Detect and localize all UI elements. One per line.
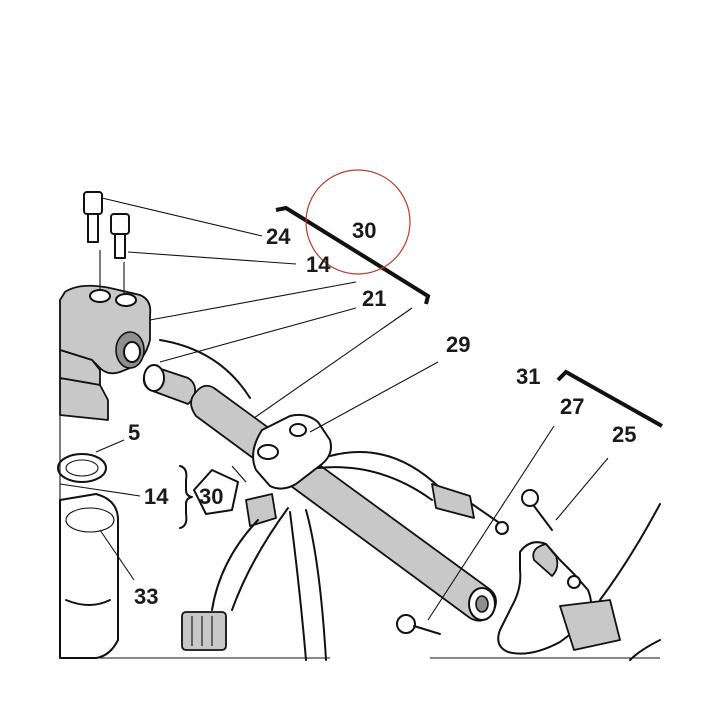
highlight-circle xyxy=(305,169,411,275)
wiring-harness xyxy=(211,507,327,661)
drawing-crop-edge xyxy=(59,300,660,659)
callout-27: 27 xyxy=(560,394,584,419)
throttle-cable xyxy=(317,451,441,501)
ring-5 xyxy=(57,453,107,483)
screw-27 xyxy=(396,614,441,635)
bolt-24 xyxy=(83,191,103,243)
bolt-axis-lines xyxy=(99,250,125,294)
callout-24: 24 xyxy=(266,224,291,249)
callout-30-top: 30 xyxy=(352,218,376,243)
bolt-14 xyxy=(110,213,130,259)
pentagon-badge-30 xyxy=(193,469,239,515)
callout-14-top: 14 xyxy=(306,252,331,277)
brake-master-cylinder xyxy=(497,541,621,655)
group-bracket-31 xyxy=(556,369,663,428)
brace-14-30 xyxy=(179,465,193,529)
connector-plug xyxy=(181,611,227,651)
callout-29: 29 xyxy=(446,332,470,357)
screw-25 xyxy=(521,489,553,531)
handlebar-clamp-left xyxy=(59,284,152,421)
handlebar-switch-block xyxy=(245,413,332,527)
cover-33 xyxy=(59,493,119,659)
bushing-outline-arc xyxy=(159,339,251,399)
leader-lines xyxy=(59,197,609,621)
bushing-21 xyxy=(142,364,197,405)
callout-33: 33 xyxy=(134,584,158,609)
callout-25: 25 xyxy=(612,422,636,447)
callout-31: 31 xyxy=(516,364,540,389)
callout-30-badge: 30 xyxy=(199,484,223,509)
callout-21: 21 xyxy=(362,286,386,311)
cable-adjuster xyxy=(431,483,509,535)
callout-14-mid: 14 xyxy=(144,484,169,509)
callout-5: 5 xyxy=(128,420,140,445)
group-bracket-30 xyxy=(275,205,431,305)
